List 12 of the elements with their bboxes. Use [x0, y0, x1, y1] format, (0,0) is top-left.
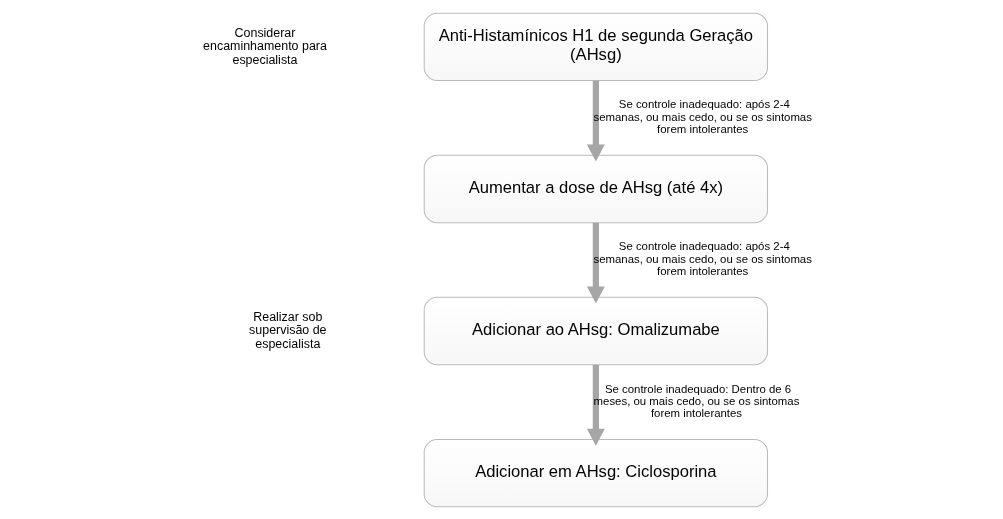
- node-box: Adicionar em AHsg: Ciclosporina: [423, 438, 768, 507]
- node-box: Anti-Histamínicos H1 de segunda Geração (AHsg): [423, 12, 768, 81]
- label: Considerar encaminhamento para especialista: [202, 25, 327, 67]
- label: Realizar sob supervisão de especialista: [248, 309, 327, 351]
- arrow: [586, 80, 605, 161]
- arrow: [586, 222, 605, 304]
- edge-label: Se controle inadequado: após 2-4 semanas, ou mais cedo, ou se os sintomas forem intolerantes: [592, 97, 812, 135]
- edge-label: Se controle inadequado: Dentro de 6 meses, ou mais cedo, ou se os sintomas forem intolerantes: [593, 382, 799, 419]
- edge-label: Se controle inadequado: após 2-4 semanas, ou mais cedo, ou se os sintomas forem intolerantes: [592, 239, 812, 277]
- node-box: Aumentar a dose de AHsg (até 4x): [423, 154, 768, 223]
- arrow: [586, 364, 605, 446]
- node-box: Adicionar ao AHsg: Omalizumabe: [423, 296, 768, 365]
